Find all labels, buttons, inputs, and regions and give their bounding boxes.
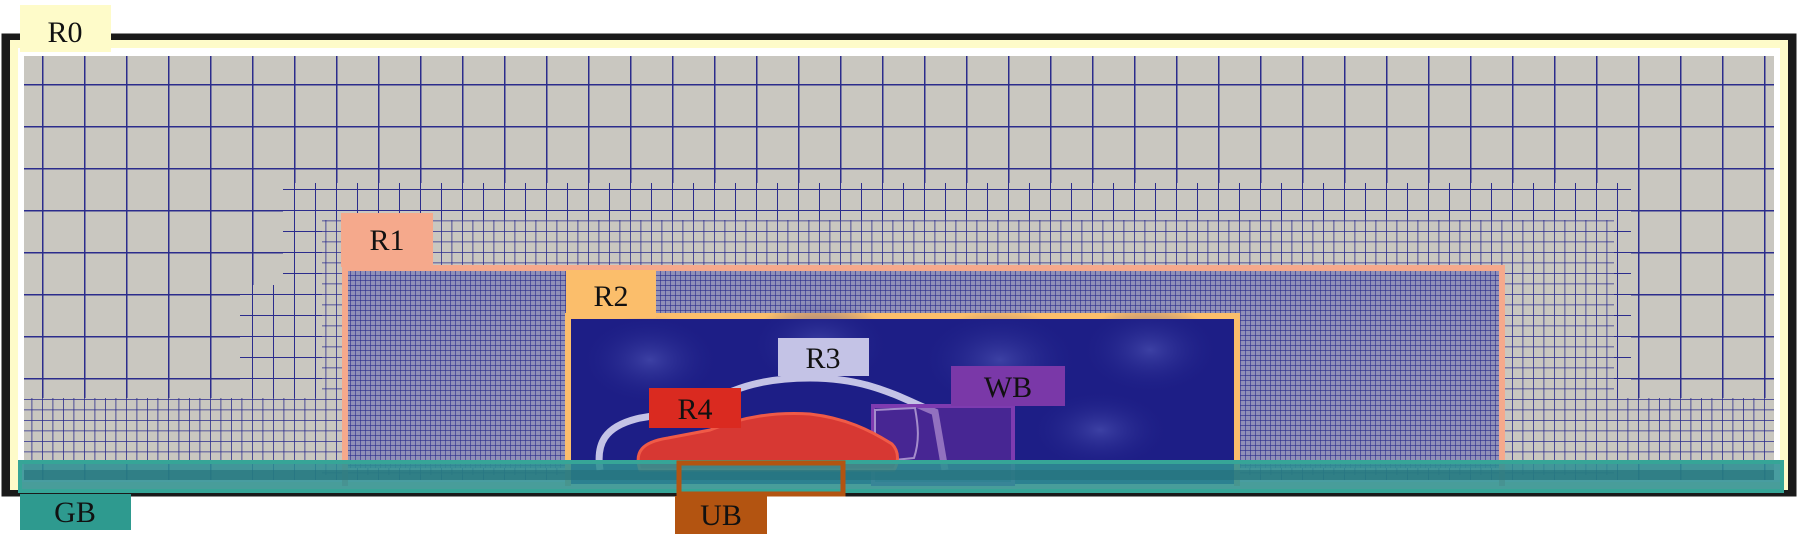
r2-label-box <box>566 270 656 318</box>
r4-label: R4 <box>677 393 712 426</box>
r0-label-box <box>20 5 111 52</box>
ub-label: UB <box>700 499 742 532</box>
r2-outline <box>565 313 1240 486</box>
r1-outline <box>342 265 1505 486</box>
r4-car-body <box>636 412 899 472</box>
r4-label-box <box>649 388 741 428</box>
wake-shape <box>874 406 919 464</box>
ub-outline <box>676 460 846 497</box>
gb-label: GB <box>54 496 96 529</box>
ub-label-box <box>675 496 767 534</box>
r0-label: R0 <box>47 16 82 49</box>
wb-label-box <box>951 366 1065 406</box>
wb-label: WB <box>984 371 1032 404</box>
r3-label: R3 <box>805 342 840 375</box>
r1-label-box <box>341 213 433 267</box>
r3-outline <box>595 374 949 471</box>
r2-label: R2 <box>593 280 628 313</box>
r1-label: R1 <box>369 224 404 257</box>
gb-label-box <box>20 494 131 530</box>
ground-stripe <box>24 470 1774 480</box>
r3-label-box <box>778 338 869 376</box>
